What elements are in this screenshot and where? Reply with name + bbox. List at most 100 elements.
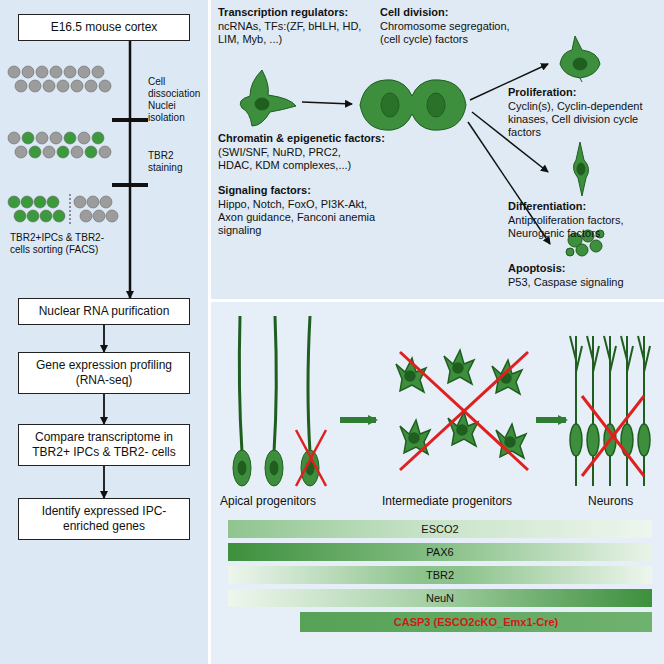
node-text: Gene expression profiling (RNA-seq) <box>25 358 183 388</box>
loss-cross <box>400 352 528 470</box>
expression-band: TBR2 <box>228 566 652 584</box>
cell-dot <box>87 196 99 208</box>
cell-dot <box>64 66 76 78</box>
section-heading: Proliferation: <box>508 86 660 99</box>
annotation-text: ncRNAs, TFs:(ZF, bHLH, HD, LIM, Myb, ...… <box>218 20 368 46</box>
annotation-text: P53, Caspase signaling <box>508 276 660 289</box>
expression-band: ESCO2 <box>228 520 652 538</box>
annotation-text: Nuclei isolation <box>148 100 208 124</box>
annotation-text: TBR2 staining <box>148 150 208 174</box>
apical-progenitors <box>233 316 319 486</box>
process-box: Compare transcriptome in TBR2+ IPCs & TB… <box>18 424 190 466</box>
process-box: E16.5 mouse cortex <box>18 14 190 41</box>
cell-dot <box>85 80 97 92</box>
proliferating-cell <box>560 36 600 82</box>
cell-dot <box>93 210 105 222</box>
cell-dot <box>22 66 34 78</box>
cell-dot <box>27 210 39 222</box>
process-arrow <box>302 102 352 104</box>
loss-cross <box>582 396 644 476</box>
node-text: TBR2 <box>228 566 652 584</box>
section-heading: Differentiation: <box>508 200 660 213</box>
loss-cross <box>296 430 326 486</box>
annotation-text: Apical progenitors <box>220 494 350 508</box>
sort-divider <box>70 194 71 226</box>
cell-dot <box>47 196 59 208</box>
process-box: Nuclear RNA purification <box>18 298 190 325</box>
section-heading: Signaling factors: <box>218 184 378 197</box>
cell-dot <box>57 146 69 158</box>
cell-dot <box>50 132 62 144</box>
cell-dot <box>15 80 27 92</box>
cell-dot <box>8 196 20 208</box>
progenitor-cell <box>240 70 296 126</box>
cell-dot <box>50 66 62 78</box>
cell-dot <box>74 196 86 208</box>
process-box: Gene expression profiling (RNA-seq) <box>18 352 190 394</box>
lineage-arrow <box>536 417 566 423</box>
flow-arrow <box>103 466 105 498</box>
cell-dot <box>15 146 27 158</box>
cell-dot <box>29 80 41 92</box>
dividing-cell <box>360 80 466 130</box>
cell-dot <box>43 80 55 92</box>
cell-dot <box>53 210 65 222</box>
expression-band: CASP3 (ESCO2cKO_Emx1-Cre) <box>300 612 652 632</box>
annotation-text: Intermediate progenitors <box>382 494 542 508</box>
cell-dot <box>106 210 118 222</box>
flow-arrow <box>103 394 105 424</box>
neuron-cell <box>573 142 588 196</box>
section-heading: Cell division: <box>380 6 530 19</box>
cell-dot <box>21 196 33 208</box>
node-text: E16.5 mouse cortex <box>25 20 183 35</box>
cell-dot <box>99 146 111 158</box>
process-box: Identify expressed IPC-enriched genes <box>18 498 190 540</box>
node-text: PAX6 <box>228 543 652 561</box>
cell-dot <box>100 196 112 208</box>
flow-arrow <box>103 325 105 352</box>
cell-dot <box>8 132 20 144</box>
cell-dot <box>40 210 52 222</box>
cell-dot <box>29 146 41 158</box>
cell-dot <box>22 132 34 144</box>
cell-dot <box>57 80 69 92</box>
cell-dot <box>71 146 83 158</box>
lineage-arrow <box>340 417 376 423</box>
annotation-text: Cyclin(s), Cyclin-dependent kinases, Cel… <box>508 100 660 140</box>
expression-band: NeuN <box>228 589 652 607</box>
cell-dot <box>8 66 20 78</box>
annotation-text: Cell dissociation <box>148 76 208 100</box>
cell-dots <box>8 66 118 222</box>
cell-dot <box>78 132 90 144</box>
annotation-text: Hippo, Notch, FoxO, PI3K-Akt, Axon guida… <box>218 198 383 238</box>
node-text: Compare transcriptome in TBR2+ IPCs & TB… <box>25 430 183 460</box>
expression-band: PAX6 <box>228 543 652 561</box>
section-heading: Transcription regulators: <box>218 6 378 19</box>
annotation-text: Neurons <box>588 494 658 508</box>
section-heading: Chromatin & epigenetic factors: <box>218 132 388 145</box>
cell-dot <box>92 66 104 78</box>
cell-dot <box>99 80 111 92</box>
cell-dot <box>36 66 48 78</box>
node-text: ESCO2 <box>228 520 652 538</box>
cell-dot <box>71 80 83 92</box>
node-text: Nuclear RNA purification <box>25 304 183 319</box>
annotation-text: (SWI/SNF, NuRD, PRC2, HDAC, KDM complexe… <box>218 146 378 172</box>
flow-arrow <box>129 41 132 298</box>
node-text: Identify expressed IPC-enriched genes <box>25 504 183 534</box>
annotation-text: Antiproliferation factors, Neurogenic fa… <box>508 214 660 240</box>
cell-dot <box>85 146 97 158</box>
annotation-text: TBR2+IPCs & TBR2-cells sorting (FACS) <box>10 232 122 256</box>
section-heading: Apoptosis: <box>508 262 660 275</box>
annotation-text: Chromosome segregation, (cell cycle) fac… <box>380 20 530 46</box>
neurons <box>570 336 650 486</box>
node-text: NeuN <box>228 589 652 607</box>
cell-dot <box>78 66 90 78</box>
cell-dot <box>14 210 26 222</box>
cell-dot <box>64 132 76 144</box>
cell-dot <box>36 132 48 144</box>
cell-dot <box>80 210 92 222</box>
cell-dot <box>34 196 46 208</box>
